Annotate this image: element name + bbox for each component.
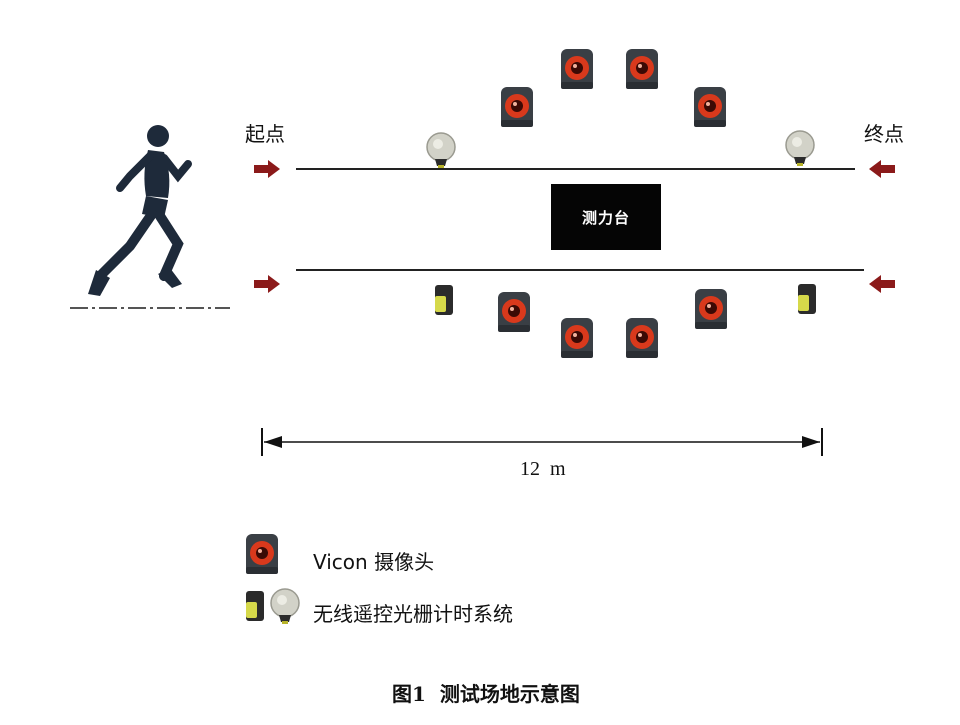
- vicon-camera-icon: [501, 87, 533, 127]
- timing-gate-emitter-icon: [798, 284, 816, 314]
- timing-gate-receiver-icon: [785, 130, 815, 167]
- legend-timing-label: 无线遥控光栅计时系统: [313, 602, 513, 626]
- distance-arrowhead-left: [264, 436, 282, 448]
- finish-label: 终点: [864, 122, 904, 146]
- force-platform-label: 测力台: [581, 208, 630, 227]
- vicon-camera-icon: [498, 292, 530, 332]
- direction-arrow-icon: [869, 275, 895, 293]
- timing-gate-receiver-icon: [270, 588, 300, 625]
- force-platform: 测力台: [551, 184, 661, 250]
- direction-arrow-icon: [254, 275, 280, 293]
- runner-icon: [70, 125, 230, 309]
- start-label: 起点: [245, 122, 285, 146]
- vicon-camera-icon: [246, 534, 278, 574]
- timing-gate-emitter-icon: [246, 591, 264, 621]
- vicon-camera-icon: [694, 87, 726, 127]
- vicon-camera-icon: [695, 289, 727, 329]
- vicon-camera-icon: [561, 318, 593, 358]
- legend-camera-label: Vicon 摄像头: [313, 550, 435, 574]
- vicon-camera-icon: [626, 49, 658, 89]
- figure-caption: 图1 测试场地示意图: [392, 682, 580, 706]
- distance-label: 12 m: [520, 458, 566, 480]
- vicon-camera-icon: [626, 318, 658, 358]
- timing-gate-emitter-icon: [435, 285, 453, 315]
- direction-arrow-icon: [254, 160, 280, 178]
- direction-arrow-icon: [869, 160, 895, 178]
- distance-arrowhead-right: [802, 436, 820, 448]
- timing-gate-receiver-icon: [426, 132, 456, 169]
- vicon-camera-icon: [561, 49, 593, 89]
